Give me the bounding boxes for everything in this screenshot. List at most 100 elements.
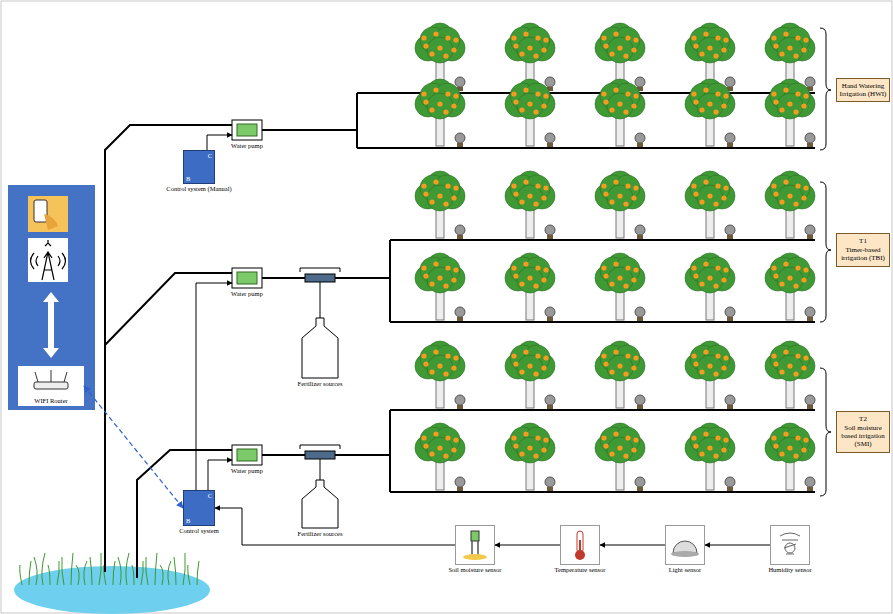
- reed: [146, 557, 148, 585]
- reed: [155, 553, 157, 585]
- tree: [595, 79, 645, 147]
- reed: [62, 557, 64, 585]
- water-pump: Water pump: [232, 268, 262, 288]
- tree: [415, 79, 465, 147]
- group-label: Timer-based irrigation (TBI): [839, 246, 887, 263]
- node-caption: Light sensor: [669, 566, 701, 573]
- sensor-icons: [455, 525, 810, 565]
- router-icon: [34, 370, 68, 389]
- control-box: CBControl system: [183, 490, 215, 526]
- pump-icons: [232, 120, 262, 465]
- reed: [29, 561, 31, 585]
- node-caption: Fertilizer sources: [298, 380, 343, 387]
- reed: [71, 553, 73, 585]
- signal-line: [215, 508, 455, 545]
- phone-panel: [8, 185, 95, 410]
- water-pump: Water pump: [232, 445, 262, 465]
- orange-trees: [415, 23, 815, 491]
- terminal-letter: B: [186, 517, 190, 524]
- group-label: Soil moisture based irrigation (SMI): [839, 424, 887, 449]
- tree: [765, 423, 815, 491]
- tree: [415, 171, 465, 239]
- signal-line: [208, 460, 232, 490]
- sensor-box: Soil moisture sensor: [455, 525, 495, 565]
- reed: [99, 553, 101, 585]
- sensor-box: Humidity sensor: [770, 525, 810, 565]
- fertilizer-source: Fertilizer sources: [302, 318, 338, 378]
- pond: [14, 566, 210, 614]
- group-brackets: [820, 28, 831, 496]
- reed: [174, 557, 176, 585]
- reed: [57, 561, 59, 585]
- wifi-router: WIFI Router: [18, 366, 84, 406]
- treatment-label: T1Timer-based irrigation (TBI): [836, 233, 890, 266]
- node-caption: Control system: [179, 527, 219, 534]
- reed: [76, 565, 79, 585]
- reed: [42, 553, 45, 585]
- reed: [160, 565, 163, 585]
- reed: [34, 557, 37, 585]
- tree: [595, 341, 645, 409]
- group-label: Hand Watering Irrigation (HWI): [839, 82, 887, 99]
- node-caption: Water pump: [231, 142, 263, 149]
- reed: [84, 561, 87, 585]
- reed: [141, 561, 143, 585]
- tree: [765, 341, 815, 409]
- reed: [168, 561, 171, 585]
- node-caption: Temperature sensor: [555, 566, 606, 573]
- phone-icon: [28, 196, 68, 232]
- reed: [113, 561, 115, 585]
- node-caption: Humidity sensor: [768, 566, 811, 573]
- tree: [505, 341, 555, 409]
- tree: [765, 79, 815, 147]
- tree: [415, 341, 465, 409]
- node-caption: Water pump: [231, 290, 263, 297]
- reed: [126, 553, 129, 585]
- tree: [685, 171, 735, 239]
- node-caption: Soil moisture sensor: [448, 566, 501, 573]
- tree: [505, 171, 555, 239]
- node-caption: Control system (Manual): [166, 185, 231, 192]
- tree: [505, 79, 555, 147]
- signal-line: [196, 283, 232, 490]
- signal-line: [207, 135, 232, 150]
- wireless-link: [84, 386, 183, 508]
- sensor-box: Temperature sensor: [560, 525, 600, 565]
- tree: [415, 423, 465, 491]
- tree: [595, 423, 645, 491]
- reed: [132, 565, 134, 585]
- tree: [415, 253, 465, 321]
- tree: [505, 253, 555, 321]
- signal-line: [495, 545, 560, 546]
- reed: [48, 565, 50, 585]
- pipes: [105, 93, 815, 578]
- tree: [685, 79, 735, 147]
- tree: [685, 341, 735, 409]
- reed: [188, 565, 190, 585]
- terminal-letter: C: [208, 492, 212, 499]
- node-caption: WIFI Router: [18, 397, 84, 404]
- control-box: CBControl system (Manual): [183, 150, 215, 184]
- tower-icon: [28, 238, 68, 282]
- fertilizer-injectors: [300, 268, 340, 480]
- reed: [183, 553, 185, 585]
- treatment-label: Hand Watering Irrigation (HWI): [836, 78, 890, 103]
- node-caption: Fertilizer sources: [298, 530, 343, 537]
- tree: [765, 253, 815, 321]
- fertilizer-bottles: [302, 318, 338, 528]
- fertilizer-source: Fertilizer sources: [302, 480, 338, 528]
- tree: [765, 171, 815, 239]
- signal-line: [600, 545, 665, 546]
- tree: [595, 171, 645, 239]
- group-label: T1: [839, 237, 887, 245]
- reed: [20, 565, 22, 585]
- signal-line: [705, 545, 770, 546]
- tree: [595, 253, 645, 321]
- tree: [685, 253, 735, 321]
- terminal-letter: C: [208, 152, 212, 159]
- sensor-box: Light sensor: [665, 525, 705, 565]
- group-label: T2: [839, 415, 887, 423]
- reed: [90, 557, 92, 585]
